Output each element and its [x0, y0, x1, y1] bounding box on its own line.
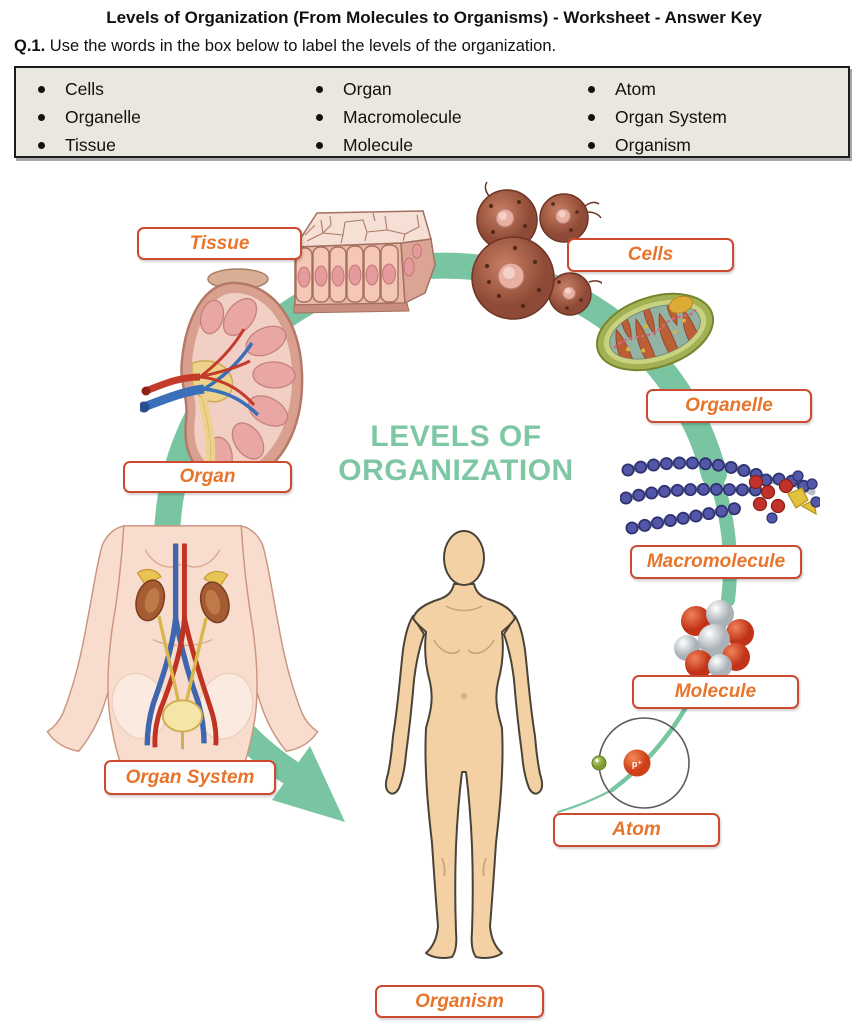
list-item: Molecule — [294, 131, 566, 159]
label-molecule: Molecule — [632, 675, 799, 709]
word-bank-column-1: Cells Organelle Tissue — [16, 75, 294, 159]
bullet-icon — [38, 85, 45, 93]
word-bank-term: Tissue — [65, 134, 116, 155]
question-number: Q.1. — [14, 37, 46, 55]
word-bank-box: Cells Organelle Tissue Organ Macromolecu… — [14, 66, 850, 158]
page-title: Levels of Organization (From Molecules t… — [106, 8, 762, 27]
word-bank-column-2: Organ Macromolecule Molecule — [294, 75, 566, 159]
bullet-icon — [316, 113, 323, 121]
list-item: Atom — [566, 75, 848, 103]
label-organism: Organism — [375, 985, 544, 1018]
label-organ-system: Organ System — [104, 760, 276, 795]
bullet-icon — [316, 85, 323, 93]
word-bank-term: Atom — [615, 78, 656, 99]
label-cells-text: Cells — [627, 244, 674, 265]
label-organelle: Organelle — [646, 389, 812, 423]
nucleus-label: p⁺ — [632, 759, 642, 769]
label-tissue-text: Tissue — [189, 232, 250, 254]
list-item: Cells — [16, 75, 294, 103]
word-bank-term: Macromolecule — [343, 106, 462, 127]
atom-illustration: p⁺ — [591, 717, 690, 809]
label-organism-text: Organism — [415, 990, 504, 1012]
label-tissue: Tissue — [137, 227, 302, 260]
list-item: Macromolecule — [294, 103, 566, 131]
bullet-icon — [38, 113, 45, 121]
label-atom-text: Atom — [612, 819, 661, 840]
word-bank-term: Organelle — [65, 106, 141, 127]
cells-illustration — [471, 181, 602, 320]
diagram-title: LEVELS OF ORGANIZATION — [326, 420, 586, 488]
word-bank-term: Organ System — [615, 106, 727, 127]
label-molecule-text: Molecule — [674, 681, 757, 702]
organ-system-illustration — [46, 525, 319, 762]
organ-illustration — [140, 268, 304, 489]
word-bank-column-3: Atom Organ System Organism — [566, 75, 848, 159]
organism-illustration — [384, 530, 544, 959]
list-item: Organelle — [16, 103, 294, 131]
macromolecule-illustration — [620, 456, 820, 535]
bullet-icon — [38, 141, 45, 149]
label-organ: Organ — [123, 461, 292, 493]
question-text: Use the words in the box below to label … — [45, 37, 557, 55]
organelle-illustration — [595, 292, 715, 372]
word-bank-term: Organ — [343, 78, 392, 99]
diagram-title-line2: ORGANIZATION — [338, 454, 574, 487]
arrow-head-icon — [272, 746, 345, 822]
label-macromolecule: Macromolecule — [630, 545, 802, 579]
bullet-icon — [588, 113, 595, 121]
list-item: Organ — [294, 75, 566, 103]
word-bank-term: Cells — [65, 78, 104, 99]
diagram-title-line1: LEVELS OF — [370, 420, 542, 453]
list-item: Tissue — [16, 131, 294, 159]
label-organelle-text: Organelle — [685, 395, 773, 416]
label-organ-text: Organ — [179, 466, 236, 487]
word-bank-term: Molecule — [343, 134, 414, 155]
question-line: Q.1. Use the words in the box below to l… — [14, 37, 854, 56]
word-bank-term: Organism — [615, 134, 691, 155]
electron — [591, 755, 607, 771]
bullet-icon — [316, 141, 323, 149]
list-item: Organism — [566, 131, 848, 159]
label-atom: Atom — [553, 813, 720, 847]
label-macromolecule-text: Macromolecule — [646, 551, 786, 572]
list-item: Organ System — [566, 103, 848, 131]
nucleus — [623, 749, 651, 777]
bullet-icon — [588, 85, 595, 93]
bullet-icon — [588, 141, 595, 149]
tissue-illustration — [293, 210, 436, 314]
molecule-illustration — [674, 600, 754, 678]
label-organ-system-text: Organ System — [125, 766, 255, 788]
label-cells: Cells — [567, 238, 734, 272]
